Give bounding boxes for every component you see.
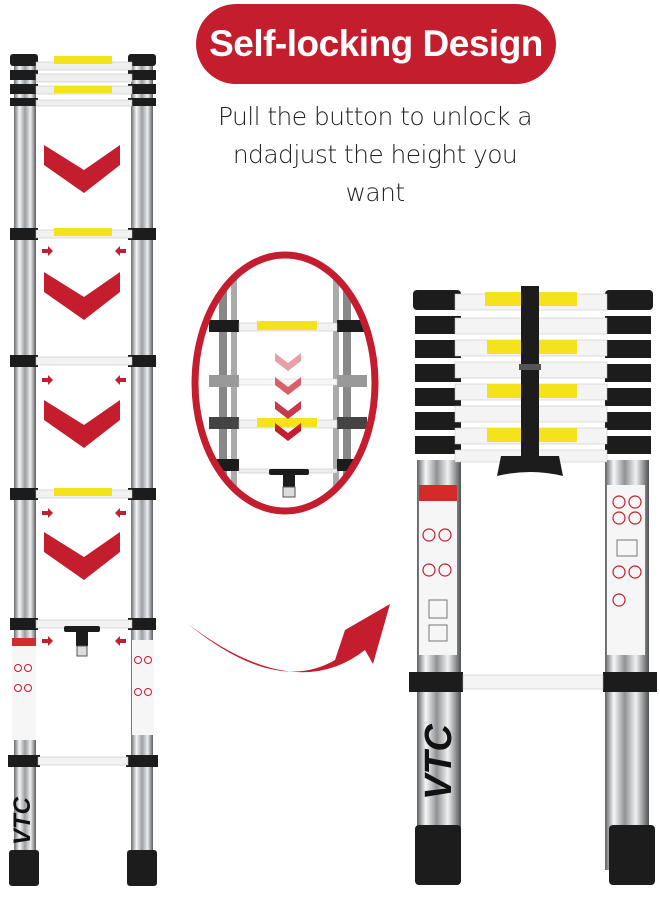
foot-cap [127, 850, 157, 886]
lock-detail-callout [191, 251, 379, 515]
subtitle-line-2: ndadjust the height you want [232, 140, 518, 207]
banner-title: Self-locking Design [209, 23, 543, 64]
down-chevron-icon [275, 353, 301, 441]
carry-strap [497, 286, 563, 476]
foot-cap [9, 850, 39, 886]
foot-cap [415, 825, 461, 885]
lock-button [269, 469, 309, 498]
lock-button [64, 626, 100, 657]
extended-ladder-image: VTC [8, 54, 158, 886]
curved-arrow-icon [188, 604, 390, 673]
safety-pictogram [422, 495, 642, 607]
self-locking-banner: Self-locking Design [196, 4, 556, 84]
brand-logo: VTC [9, 796, 36, 845]
stacked-collars [413, 290, 653, 454]
retracted-ladder-image: VTC [409, 286, 657, 885]
rung [10, 228, 156, 240]
inward-arrow-icon [42, 246, 126, 646]
top-caps [10, 54, 156, 106]
foot-cap [609, 825, 655, 885]
brand-logo: VTC [418, 723, 460, 800]
subtitle-line-1: Pull the button to unlock a [218, 102, 533, 131]
down-chevron-icon [44, 145, 120, 580]
subtitle: Pull the button to unlock a ndadjust the… [200, 98, 550, 212]
